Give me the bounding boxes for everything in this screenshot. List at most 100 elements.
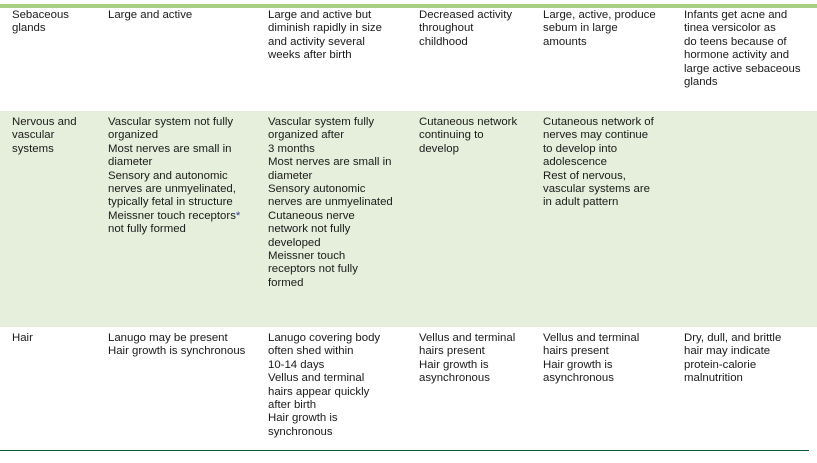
cell-line-text: Meissner touch receptors	[108, 209, 236, 222]
cell-line: hormone activity and	[684, 49, 790, 62]
cell-line: diminish rapidly in size	[268, 22, 382, 35]
cell-line: diameter	[268, 169, 313, 182]
cell-line-list: Large, active, produce sebum in large am…	[543, 9, 664, 49]
cell-line: Infants get acne and	[684, 9, 788, 21]
table-cell: Vascular system fully organized after 3 …	[256, 111, 407, 327]
cell-line: after birth	[268, 399, 317, 412]
table-cell-empty	[672, 111, 817, 327]
cell-line: organized after	[268, 129, 344, 142]
cell-line: Vascular system not fully	[108, 116, 234, 128]
cell-line: synchronous	[268, 425, 333, 438]
cell-line: vascular	[12, 129, 55, 142]
table-cell: Lanugo may be present Hair growth is syn…	[96, 327, 256, 463]
cell-line: Vellus and terminal	[419, 332, 516, 344]
footnote-marker: *	[235, 209, 241, 222]
cell-line: childhood	[419, 35, 468, 48]
cell-line-list: Large and active	[108, 9, 248, 22]
cell-line: malnutrition	[684, 372, 743, 385]
cell-line-list: Cutaneous network continuing to develop	[419, 116, 523, 156]
table-cell: Cutaneous network continuing to develop	[407, 111, 531, 327]
cell-line: Vellus and terminal	[543, 332, 640, 344]
cell-line: hairs appear quickly	[268, 385, 370, 398]
table-cell: Vascular system not fully organized Most…	[96, 111, 256, 327]
cell-line: weeks after birth	[268, 49, 352, 62]
cell-line: Decreased activity	[419, 9, 513, 21]
cell-line: throughout	[419, 22, 474, 35]
cell-line: glands	[12, 22, 46, 35]
cell-line: often shed within	[268, 345, 354, 358]
cell-line: glands	[684, 76, 718, 89]
cell-line: Most nerves are small in	[108, 142, 232, 155]
table-cell: Dry, dull, and brittle hair may indicate…	[672, 327, 817, 463]
cell-line: Vascular system fully	[268, 116, 375, 128]
cell-line: Cutaneous network	[419, 116, 518, 128]
cell-line: large active sebaceous	[684, 62, 801, 75]
cell-line: Most nerves are small in	[268, 156, 392, 169]
cell-line-list: Cutaneous network of nerves may continue…	[543, 116, 664, 210]
cell-line: Large and active but	[268, 9, 372, 21]
cell-line-list: Sebaceous glands	[12, 9, 88, 36]
cell-line: sebum in large	[543, 22, 618, 35]
cell-line: Hair growth is	[543, 358, 613, 371]
cell-line: vascular systems are	[543, 183, 650, 196]
table-cell: Large and active	[96, 4, 256, 111]
cell-line: Hair growth is	[268, 412, 338, 425]
cell-line-list: Large and active but diminish rapidly in…	[268, 9, 399, 63]
table-cell: Vellus and terminal hairs present Hair g…	[531, 327, 672, 463]
cell-line-list: Lanugo covering body often shed within 1…	[268, 332, 399, 439]
cell-line: not fully formed	[108, 223, 186, 236]
cell-line: developed	[268, 236, 321, 249]
table-cell: Infants get acne and tinea versicolor as…	[672, 4, 817, 111]
cell-line: diameter	[108, 156, 153, 169]
table-cell: Cutaneous network of nerves may continue…	[531, 111, 672, 327]
cell-line: tinea versicolor as	[684, 22, 776, 35]
cell-line: Sebaceous	[12, 9, 69, 21]
table-row: Nervous and vascular systems Vascular sy…	[0, 111, 817, 327]
table-top-rule	[0, 4, 817, 8]
cell-line: in adult pattern	[543, 196, 619, 209]
cell-line: nerves are unmyelinated,	[108, 183, 236, 196]
cell-line: formed	[268, 276, 304, 289]
cell-line: systems	[12, 142, 54, 155]
row-label-cell: Sebaceous glands	[0, 4, 96, 111]
row-label-cell: Nervous and vascular systems	[0, 111, 96, 327]
cell-line: amounts	[543, 35, 587, 48]
cell-line: Large and active	[108, 9, 193, 21]
table-cell: Lanugo covering body often shed within 1…	[256, 327, 407, 463]
cell-line: hairs present	[543, 345, 609, 358]
cell-line: Sensory autonomic	[268, 183, 366, 196]
cell-line-list: Infants get acne and tinea versicolor as…	[684, 9, 809, 89]
cell-line: hairs present	[419, 345, 485, 358]
cell-line: nerves may continue	[543, 129, 649, 142]
table-body: Sebaceous glands Large and active Large …	[0, 4, 817, 463]
cell-line: 10-14 days	[268, 358, 325, 371]
cell-line: Vellus and terminal	[268, 372, 365, 385]
cell-line: Cutaneous nerve	[268, 209, 355, 222]
cell-line: Rest of nervous,	[543, 169, 626, 182]
cell-line: Cutaneous network of	[543, 116, 654, 128]
cell-line: 3 months	[268, 142, 315, 155]
cell-line: network not fully	[268, 223, 351, 236]
cell-line-list: Vascular system fully organized after 3 …	[268, 116, 399, 290]
table-cell: Decreased activity throughout childhood	[407, 4, 531, 111]
table-bottom-rule	[0, 449, 809, 451]
cell-line: develop	[419, 142, 459, 155]
cell-line: asynchronous	[419, 372, 490, 385]
table-cell: Vellus and terminal hairs present Hair g…	[407, 327, 531, 463]
cell-line: do teens because of	[684, 35, 787, 48]
cell-line-list: Dry, dull, and brittle hair may indicate…	[684, 332, 809, 386]
cell-line: Lanugo covering body	[268, 332, 381, 344]
cell-line-list: Vellus and terminal hairs present Hair g…	[543, 332, 664, 386]
cell-line-list: Nervous and vascular systems	[12, 116, 88, 156]
cell-line: adolescence	[543, 156, 607, 169]
cell-line: hair may indicate	[684, 345, 771, 358]
row-label-cell: Hair	[0, 327, 96, 463]
table-cell: Large and active but diminish rapidly in…	[256, 4, 407, 111]
table-container: Sebaceous glands Large and active Large …	[0, 4, 817, 459]
cell-line: Sensory and autonomic	[108, 169, 228, 182]
data-table: Sebaceous glands Large and active Large …	[0, 4, 817, 463]
cell-line: Meissner touch	[268, 250, 346, 263]
cell-line-list: Decreased activity throughout childhood	[419, 9, 523, 49]
cell-line: Hair growth is synchronous	[108, 345, 246, 358]
cell-line: Dry, dull, and brittle	[684, 332, 782, 344]
